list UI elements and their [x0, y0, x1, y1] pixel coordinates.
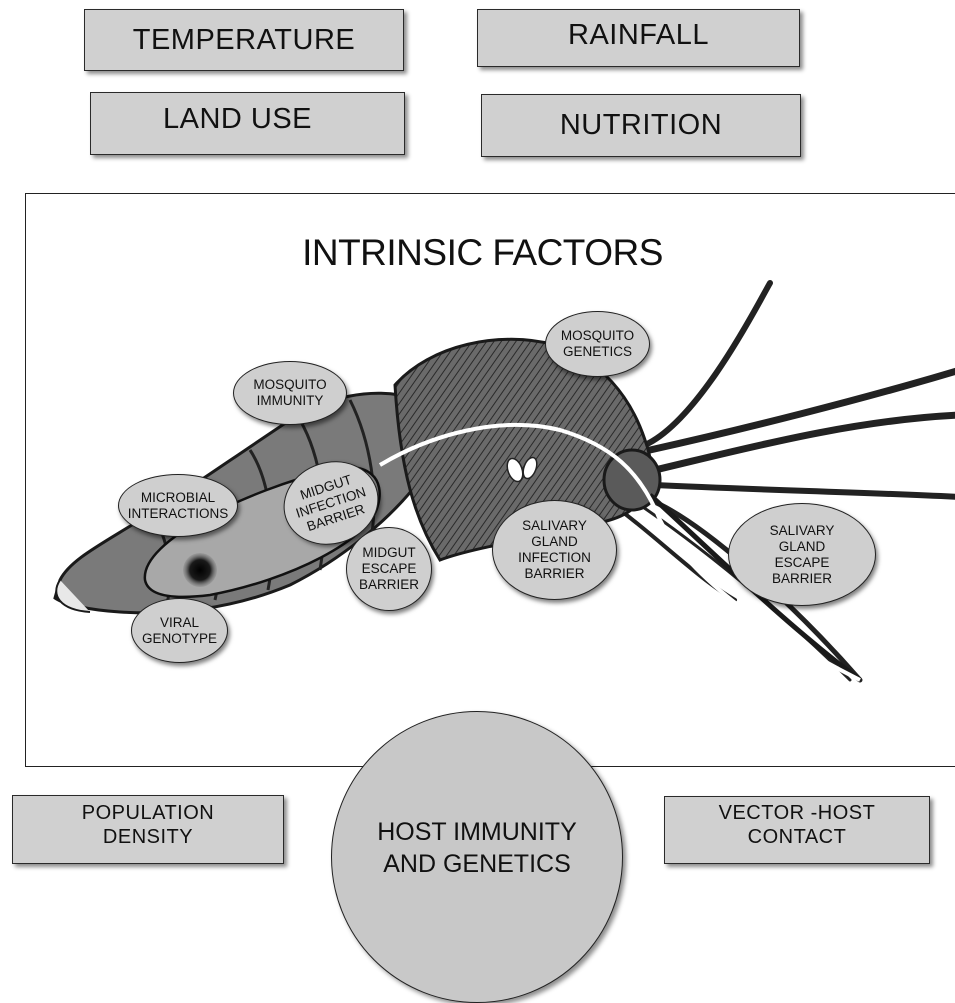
population-density-box: POPULATION DENSITY: [12, 795, 284, 864]
midgut-escape-barrier-oval: MIDGUT ESCAPE BARRIER: [346, 527, 432, 611]
midgut-escape-barrier-label: MIDGUT ESCAPE BARRIER: [359, 545, 419, 593]
viral-genotype-label: VIRAL GENOTYPE: [142, 615, 217, 647]
mosquito-immunity-label: MOSQUITO IMMUNITY: [253, 377, 326, 409]
midgut-infection-barrier-label: MIDGUT INFECTION BARRIER: [289, 469, 373, 537]
microbial-interactions-label: MICROBIAL INTERACTIONS: [128, 490, 229, 522]
salivary-gland-escape-barrier-oval: SALIVARY GLAND ESCAPE BARRIER: [728, 503, 876, 606]
vector-host-contact-box: VECTOR -HOST CONTACT: [664, 796, 930, 864]
population-density-label: POPULATION DENSITY: [82, 801, 214, 849]
viral-genotype-oval: VIRAL GENOTYPE: [131, 598, 228, 663]
intrinsic-factors-title: INTRINSIC FACTORS: [0, 232, 955, 274]
mosquito-genetics-label: MOSQUITO GENETICS: [561, 328, 634, 360]
salivary-gland-infection-barrier-label: SALIVARY GLAND INFECTION BARRIER: [518, 518, 591, 582]
salivary-gland-escape-barrier-label: SALIVARY GLAND ESCAPE BARRIER: [770, 523, 835, 587]
salivary-gland-infection-barrier-oval: SALIVARY GLAND INFECTION BARRIER: [492, 500, 617, 600]
mosquito-immunity-oval: MOSQUITO IMMUNITY: [233, 361, 347, 425]
host-immunity-genetics-circle: HOST IMMUNITY AND GENETICS: [331, 711, 623, 1003]
host-immunity-genetics-label: HOST IMMUNITY AND GENETICS: [377, 816, 577, 880]
virus-particle: [183, 553, 217, 587]
vector-host-contact-label: VECTOR -HOST CONTACT: [719, 801, 876, 849]
microbial-interactions-oval: MICROBIAL INTERACTIONS: [118, 474, 238, 537]
mosquito-genetics-oval: MOSQUITO GENETICS: [545, 311, 650, 377]
